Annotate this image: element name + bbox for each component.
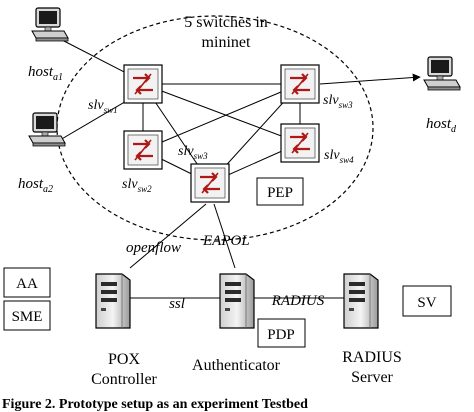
switch-sw3-center-label: slvsw3 xyxy=(178,144,208,161)
switch-sw3-center xyxy=(189,162,231,204)
radius-link-label: RADIUS xyxy=(271,293,325,309)
aa-label: AA xyxy=(16,276,38,292)
authenticator-icon xyxy=(219,273,255,329)
host-a2-icon xyxy=(28,112,66,147)
aa-box xyxy=(3,267,51,298)
switch-sw2-label: slvsw2 xyxy=(122,177,152,194)
pep-label: PEP xyxy=(267,185,293,201)
sme-box xyxy=(3,300,51,331)
mininet-cloud xyxy=(56,15,374,241)
host-a1-icon xyxy=(31,7,69,42)
sv-label: SV xyxy=(417,295,436,311)
switch-sw1-label: slvsw1 xyxy=(88,98,118,115)
pdp-box xyxy=(257,318,306,348)
figure-caption: Figure 2. Prototype setup as an experime… xyxy=(2,397,308,412)
control-links xyxy=(129,203,348,299)
switch-sw1 xyxy=(122,63,164,105)
pox-label-line1: POX xyxy=(108,351,140,368)
pdp-label: PDP xyxy=(267,327,295,343)
ssl-label: ssl xyxy=(169,296,185,312)
switch-sw2 xyxy=(122,129,164,171)
host-d-label: hostd xyxy=(426,116,457,135)
pox-label-line2: Controller xyxy=(91,371,157,388)
eapol-label: EAPOL xyxy=(202,233,250,249)
openflow-label: openflow xyxy=(126,240,181,256)
radius-server-label-line1: RADIUS xyxy=(342,349,402,366)
host-links xyxy=(59,39,131,141)
pox-controller-icon xyxy=(95,273,131,329)
radius-server-icon xyxy=(343,273,379,329)
sv-box xyxy=(402,285,452,317)
switch-sw3-right-label: slvsw3 xyxy=(323,93,353,110)
switch-sw3-right xyxy=(279,63,321,105)
cloud-title-line2: mininet xyxy=(202,34,251,51)
host-d-icon xyxy=(423,56,461,91)
sme-label: SME xyxy=(12,309,43,325)
host-a1-label: hosta1 xyxy=(28,64,63,83)
radius-server-label-line2: Server xyxy=(351,369,393,386)
host-a2-label: hosta2 xyxy=(18,176,53,195)
switch-sw4 xyxy=(279,122,321,164)
pep-box xyxy=(256,177,304,206)
cloud-title-line1: 5 switches in xyxy=(184,14,268,31)
switch-sw4-label: slvsw4 xyxy=(324,148,354,165)
host-d-arrow xyxy=(319,73,421,85)
authenticator-label: Authenticator xyxy=(192,357,281,374)
